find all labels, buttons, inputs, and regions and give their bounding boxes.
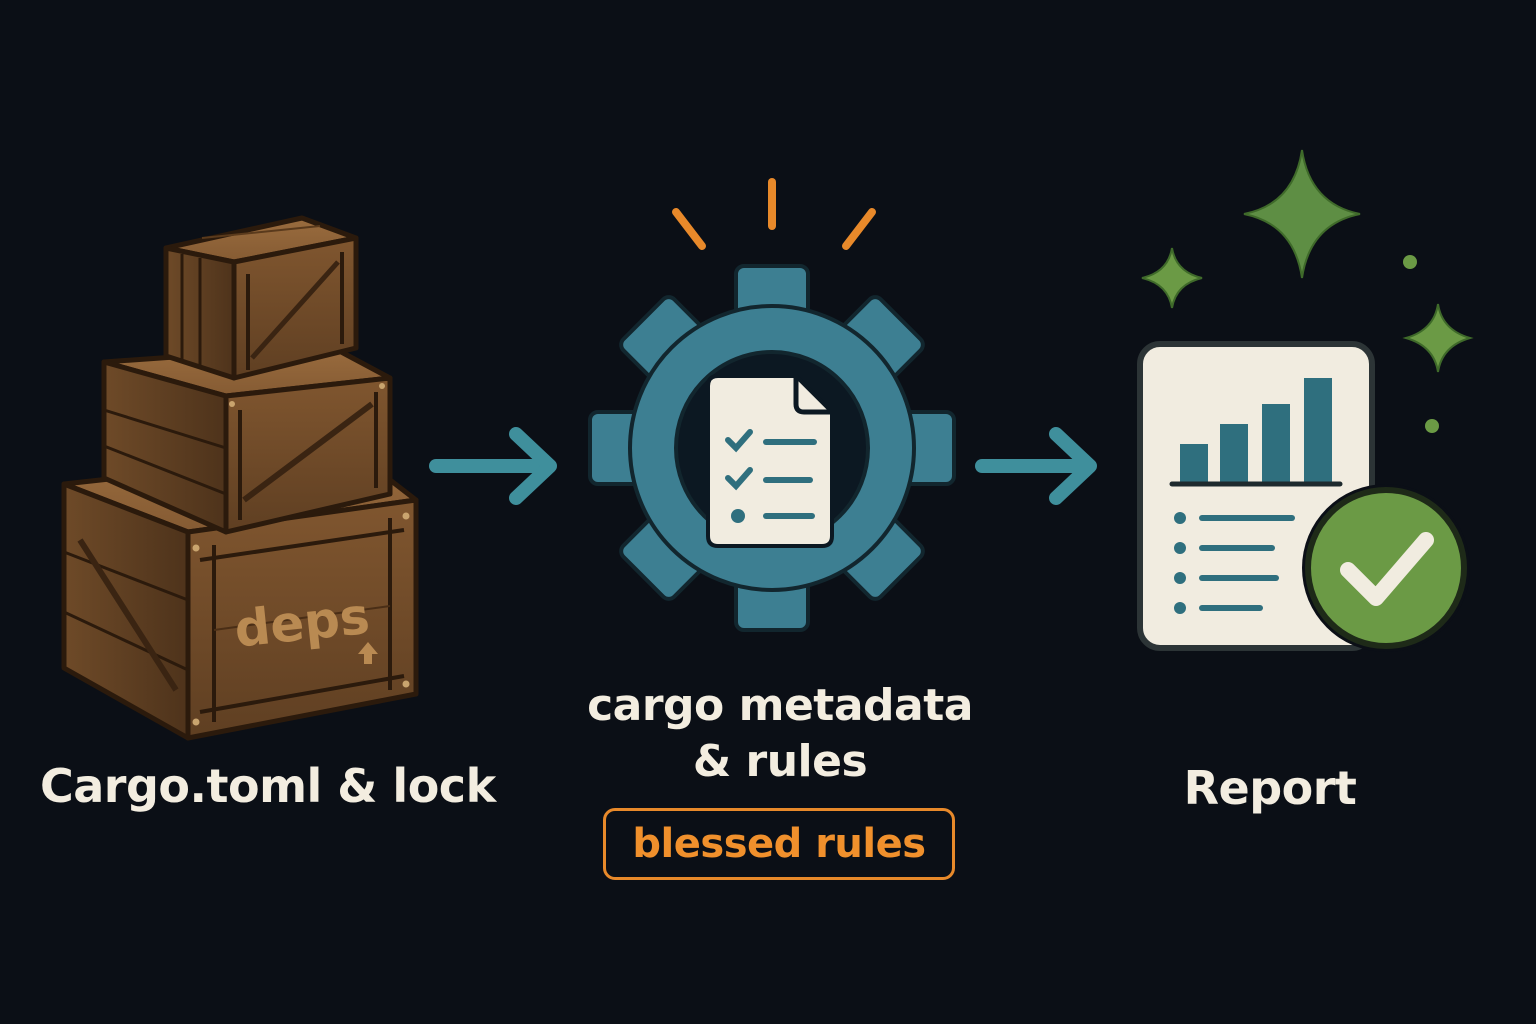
top-crate xyxy=(163,215,359,381)
arrow-right-icon xyxy=(429,427,557,505)
checklist-document-icon xyxy=(706,374,834,548)
check-circle-icon xyxy=(1302,484,1470,652)
blessed-rules-badge: blessed rules xyxy=(603,808,955,880)
highlight-rays-icon xyxy=(672,178,876,250)
arrow-right-icon xyxy=(975,427,1097,505)
bottom-crate xyxy=(61,449,419,741)
bar-chart-icon xyxy=(1180,378,1332,482)
crate-label: deps xyxy=(232,587,373,659)
input-label: Cargo.toml & lock xyxy=(40,759,496,813)
report-chart-check-icon xyxy=(1137,149,1474,652)
output-label: Report xyxy=(1183,761,1357,815)
report-lines xyxy=(1174,512,1295,614)
stacked-crates-icon: deps xyxy=(61,215,419,741)
process-label-line1: cargo metadata xyxy=(587,680,973,731)
process-label: cargo metadata & rules xyxy=(570,678,990,790)
arrow-up-stamp-icon xyxy=(358,642,378,664)
process-label-line2: & rules xyxy=(692,736,868,787)
gear-checklist-icon xyxy=(588,178,956,632)
sparkle-icon xyxy=(1141,149,1474,433)
